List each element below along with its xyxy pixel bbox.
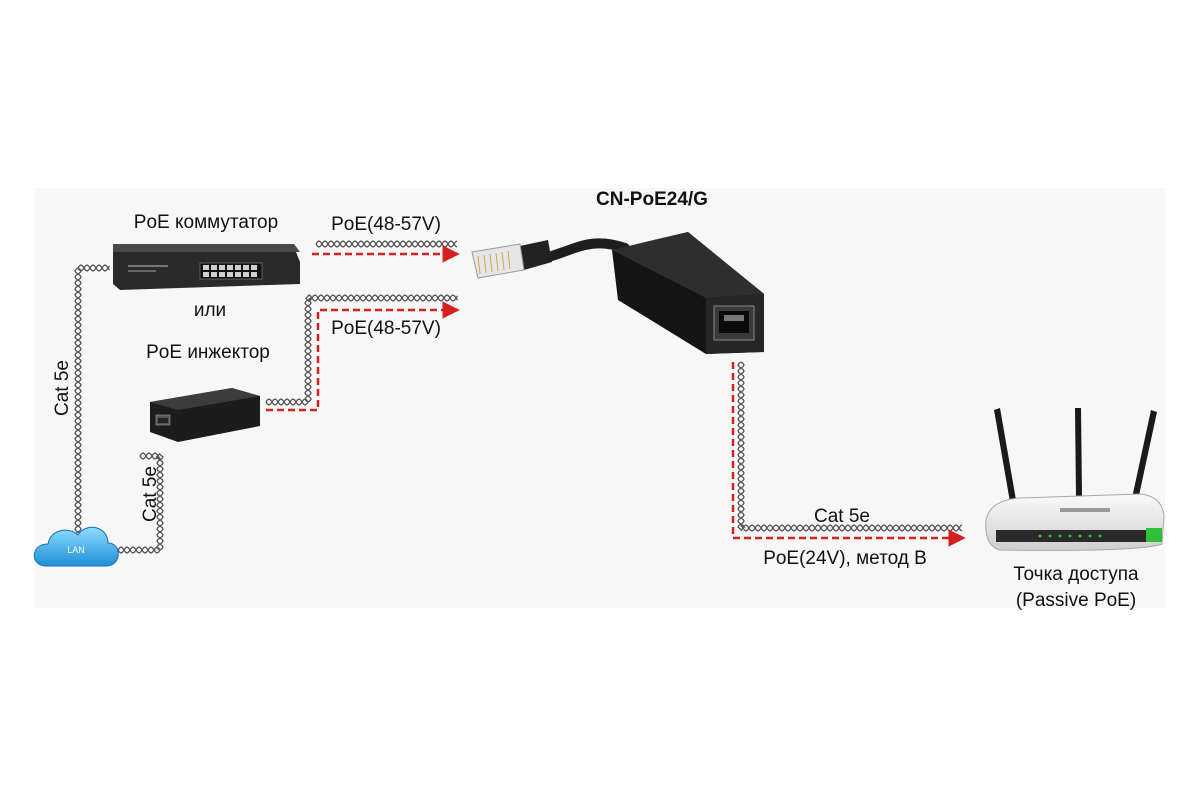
cable-strand (315, 240, 458, 248)
poe-switch-label: PoE коммутатор (134, 212, 278, 233)
left-cable-cat-label: Cat 5e (52, 360, 73, 416)
cable-switch-to-adapter (315, 240, 458, 248)
cable-strand (315, 240, 458, 248)
cable-injector-to-adapter (265, 294, 459, 406)
output-poe-label: PoE(24V), метод B (763, 548, 927, 569)
poe-arrow-output (731, 362, 966, 547)
access-point-type-label: (Passive PoE) (1016, 590, 1136, 611)
cable-strand (111, 452, 164, 554)
lan-cloud-icon (33, 526, 119, 567)
lan-cable-cat-label: Cat 5e (140, 466, 161, 522)
cable-strand (737, 361, 963, 532)
injector-poe-voltage-label: PoE(48-57V) (331, 318, 441, 339)
cable-strand (265, 294, 459, 406)
or-label: или (194, 300, 226, 321)
output-cable-cat-label: Cat 5e (814, 506, 870, 527)
cable-lan-to-injector (111, 452, 164, 554)
cable-strand (74, 264, 111, 552)
switch-poe-voltage-label: PoE(48-57V) (331, 214, 441, 235)
cable-lan-to-switch (74, 264, 111, 552)
diagram-title: CN-PoE24/G (596, 189, 708, 210)
poe-arrow-injector (266, 301, 460, 412)
poe-adapter-device (471, 232, 764, 354)
poe-injector-label: PoE инжектор (146, 342, 270, 363)
access-point-label: Точка доступа (1013, 564, 1139, 585)
cable-strand (265, 294, 459, 406)
lan-label: LAN (67, 545, 85, 555)
poe-injector-device (150, 388, 260, 442)
cable-strand (111, 452, 164, 554)
poe-switch-device (113, 244, 300, 290)
access-point-device (985, 408, 1165, 551)
cable-strand (74, 264, 111, 552)
cable-adapter-to-ap (737, 361, 963, 532)
cable-strand (737, 361, 963, 532)
